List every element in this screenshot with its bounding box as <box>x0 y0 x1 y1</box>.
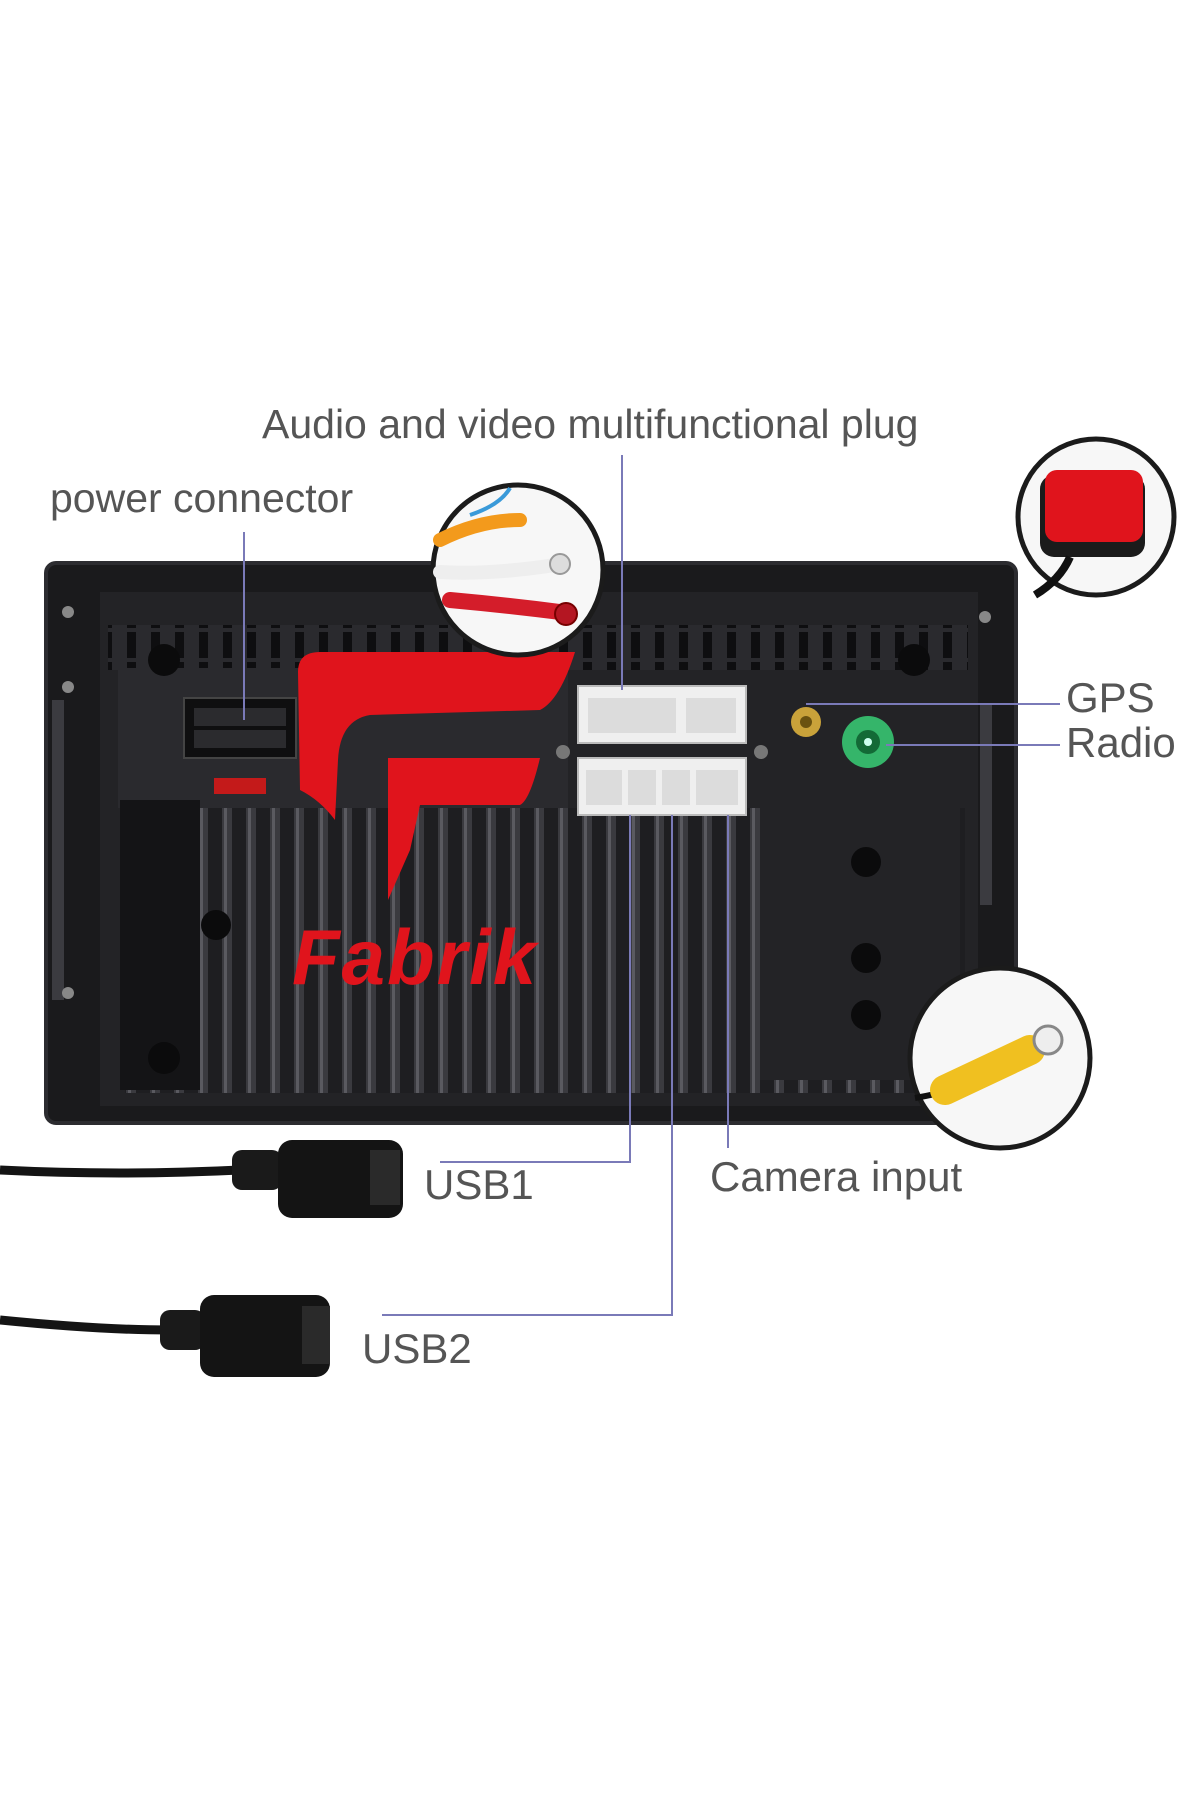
label-gps: GPS <box>1066 674 1155 721</box>
brand-logo-mark <box>298 652 575 900</box>
label-usb2: USB2 <box>362 1325 472 1372</box>
label-usb1: USB1 <box>424 1161 534 1208</box>
label-power-connector: power connector <box>50 475 354 521</box>
brand-logo-text: Fabrik <box>292 913 539 1001</box>
callout-camera-rca <box>907 965 1093 1151</box>
av-connector-bottom <box>577 757 747 816</box>
usb1-cable <box>0 1140 403 1218</box>
label-av-plug: Audio and video multifunctional plug <box>262 401 919 447</box>
label-camera-input: Camera input <box>710 1153 963 1200</box>
gps-port <box>791 707 821 737</box>
radio-port <box>842 716 894 768</box>
power-connector <box>183 697 297 794</box>
screw-holes <box>62 606 991 1074</box>
usb2-cable <box>0 1295 330 1377</box>
label-radio: Radio <box>1066 719 1176 766</box>
leader-lines <box>243 455 1060 1316</box>
av-connector-top <box>577 685 747 744</box>
callout-gps-antenna <box>1015 436 1177 599</box>
callout-av-cables <box>430 482 606 658</box>
